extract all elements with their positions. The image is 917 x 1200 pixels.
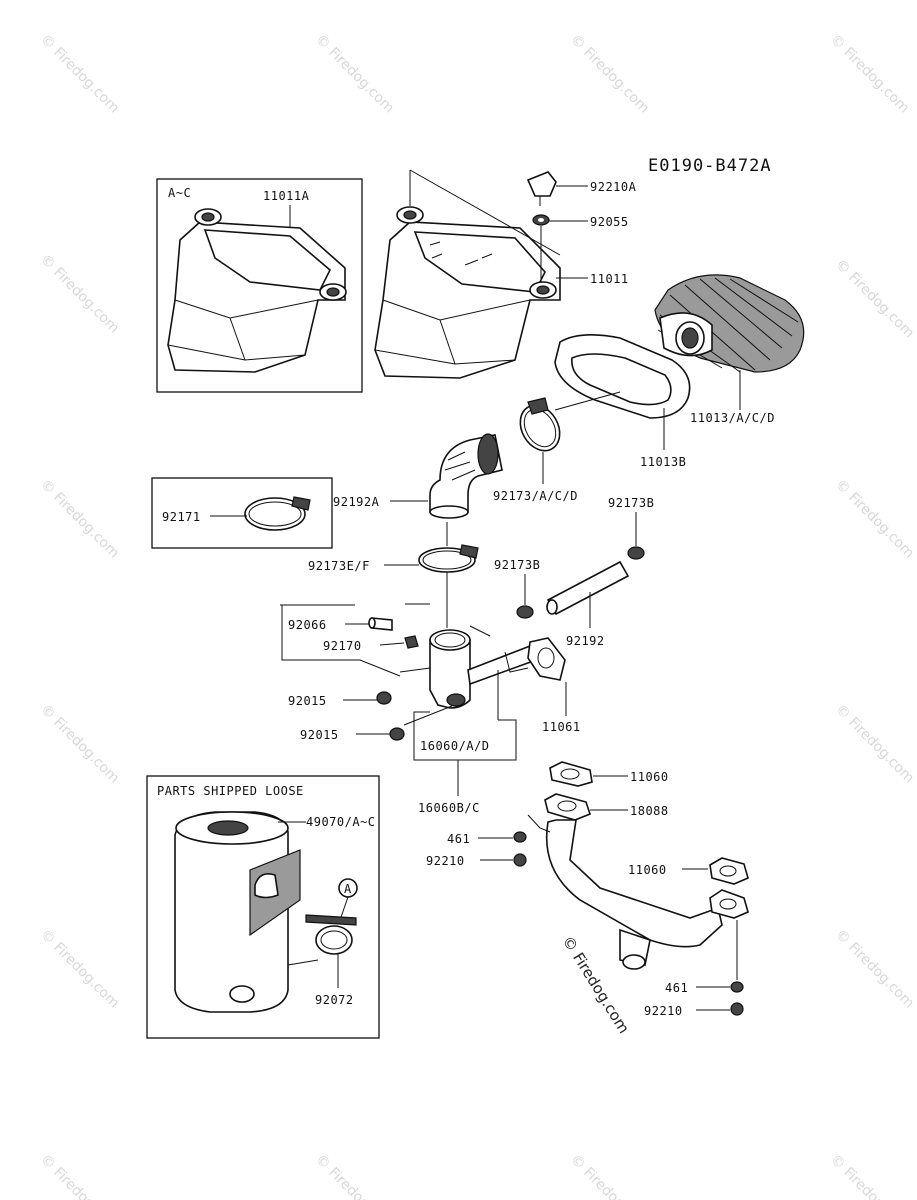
part-label-92192: 92192 — [566, 634, 605, 648]
nut-92015-a: 92015 — [288, 691, 392, 708]
leader-line — [554, 391, 621, 411]
bracket-line — [413, 711, 517, 761]
leader-line — [409, 169, 561, 256]
watermark-layer: © Firedog.com © Firedog.com © Firedog.co… — [37, 32, 917, 1200]
muffler-clamp-92072: A 92072 — [287, 878, 358, 1007]
bolt-92170: 92170 — [323, 635, 419, 653]
callout-a-label: A — [344, 882, 352, 896]
loose-box-title: PARTS SHIPPED LOOSE — [157, 784, 304, 798]
washer-92055: 92055 — [532, 214, 629, 283]
watermark: © Firedog.com — [832, 477, 917, 562]
washer-461-a: 461 — [447, 831, 527, 846]
loose-box-frame — [146, 775, 380, 1039]
part-label-92173B-top: 92173B — [608, 496, 654, 510]
muffler-49070: 49070/A~C — [174, 811, 376, 1013]
air-cleaner-housing-11011 — [374, 169, 561, 379]
intake-elbow-92192A: 92192A — [333, 433, 503, 519]
hose-clamp-92173B-mid: 92173B — [494, 558, 540, 619]
bracket-line — [280, 604, 401, 677]
variant-box: A~C 11011A — [156, 178, 363, 393]
leader-line — [403, 705, 453, 726]
watermark: © Firedog.com — [37, 702, 122, 787]
clamp-box-92171: 92171 — [151, 477, 333, 549]
part-label-461-b: 461 — [665, 981, 688, 995]
gasket-11060-a: 11060 — [549, 761, 669, 787]
label-group-11011: 11011 — [556, 272, 629, 286]
exhaust-flange — [709, 889, 749, 919]
part-label-92210-b: 92210 — [644, 1004, 683, 1018]
washer-461-b: 461 — [665, 920, 744, 995]
gasket-11061: 11061 — [504, 637, 581, 734]
parts-shipped-loose-box: PARTS SHIPPED LOOSE 49070/A~C A 92072 — [146, 775, 380, 1039]
part-label-49070: 49070/A~C — [306, 815, 376, 829]
part-label-11061: 11061 — [542, 720, 581, 734]
hose-clamp-92173B-top: 92173B — [608, 496, 654, 560]
air-cleaner-housing-11011A — [167, 208, 347, 373]
part-label-92072: 92072 — [315, 993, 354, 1007]
watermark: © Firedog.com — [37, 927, 122, 1012]
part-label-92066: 92066 — [288, 618, 327, 632]
watermark: © Firedog.com — [37, 32, 122, 117]
part-label-92015-a: 92015 — [288, 694, 327, 708]
diagram-code: E0190-B472A — [648, 156, 772, 176]
gasket-11060-b: 11060 — [628, 857, 749, 885]
wing-nut-92210A: 92210A — [526, 171, 637, 206]
part-label-92210-a: 92210 — [426, 854, 465, 868]
part-label-16060AD: 16060/A/D — [420, 739, 490, 753]
nut-92015-b: 92015 — [300, 705, 453, 742]
watermark: © Firedog.com — [312, 32, 397, 117]
hose-clamp-92173EF: 92173E/F — [308, 522, 479, 573]
part-label-92170: 92170 — [323, 639, 362, 653]
nut-92210-a: 92210 — [426, 853, 527, 868]
pre-cleaner-11013B: 11013B — [554, 334, 691, 469]
part-label-11013: 11013/A/C/D — [690, 411, 775, 425]
watermark: © Firedog.com — [567, 1152, 652, 1200]
watermark: © Firedog.com — [832, 702, 917, 787]
watermark: © Firedog.com — [37, 252, 122, 337]
part-label-92173ACD: 92173/A/C/D — [493, 489, 578, 503]
variant-box-label: A~C — [168, 186, 191, 200]
exhaust-pipe-18088: 18088 — [527, 793, 723, 970]
nut-92210-b: 92210 — [644, 1002, 744, 1018]
pin-92066: 92066 — [288, 617, 393, 632]
part-label-92015-b: 92015 — [300, 728, 339, 742]
part-label-11011A: 11011A — [263, 189, 310, 203]
part-label-11060-a: 11060 — [630, 770, 669, 784]
part-label-11060-b: 11060 — [628, 863, 667, 877]
air-filter-element-11013: 11013/A/C/D — [654, 274, 805, 425]
part-label-92210A: 92210A — [590, 180, 637, 194]
watermark: © Firedog.com — [827, 32, 912, 117]
watermark: © Firedog.com — [37, 1152, 122, 1200]
part-label-92192A: 92192A — [333, 495, 380, 509]
watermark: © Firedog.com — [832, 927, 917, 1012]
watermark: © Firedog.com — [567, 32, 652, 117]
hose-clamp-92173ACD: 92173/A/C/D — [493, 391, 621, 503]
part-label-92171: 92171 — [162, 510, 201, 524]
watermark: © Firedog.com — [832, 257, 917, 342]
part-label-92173EF: 92173E/F — [308, 559, 370, 573]
part-label-18088: 18088 — [630, 804, 669, 818]
breather-hose-92192: 92192 — [546, 560, 630, 648]
watermark: © Firedog.com — [312, 1152, 397, 1200]
watermark: © Firedog.com — [827, 1152, 912, 1200]
part-label-92055: 92055 — [590, 215, 629, 229]
part-label-11013B: 11013B — [640, 455, 686, 469]
watermark: © Firedog.com — [37, 477, 122, 562]
part-label-92173B-mid: 92173B — [494, 558, 540, 572]
variant-box-frame — [156, 178, 363, 393]
part-label-11011: 11011 — [590, 272, 629, 286]
intake-adapter-16060: 16060/A/D 16060B/C — [280, 572, 538, 815]
part-label-16060BC: 16060B/C — [418, 801, 480, 815]
leader-line — [527, 814, 551, 833]
part-label-461-a: 461 — [447, 832, 470, 846]
clamp-box-frame — [151, 477, 333, 549]
leader-line — [504, 651, 529, 673]
leader-line — [405, 603, 491, 637]
